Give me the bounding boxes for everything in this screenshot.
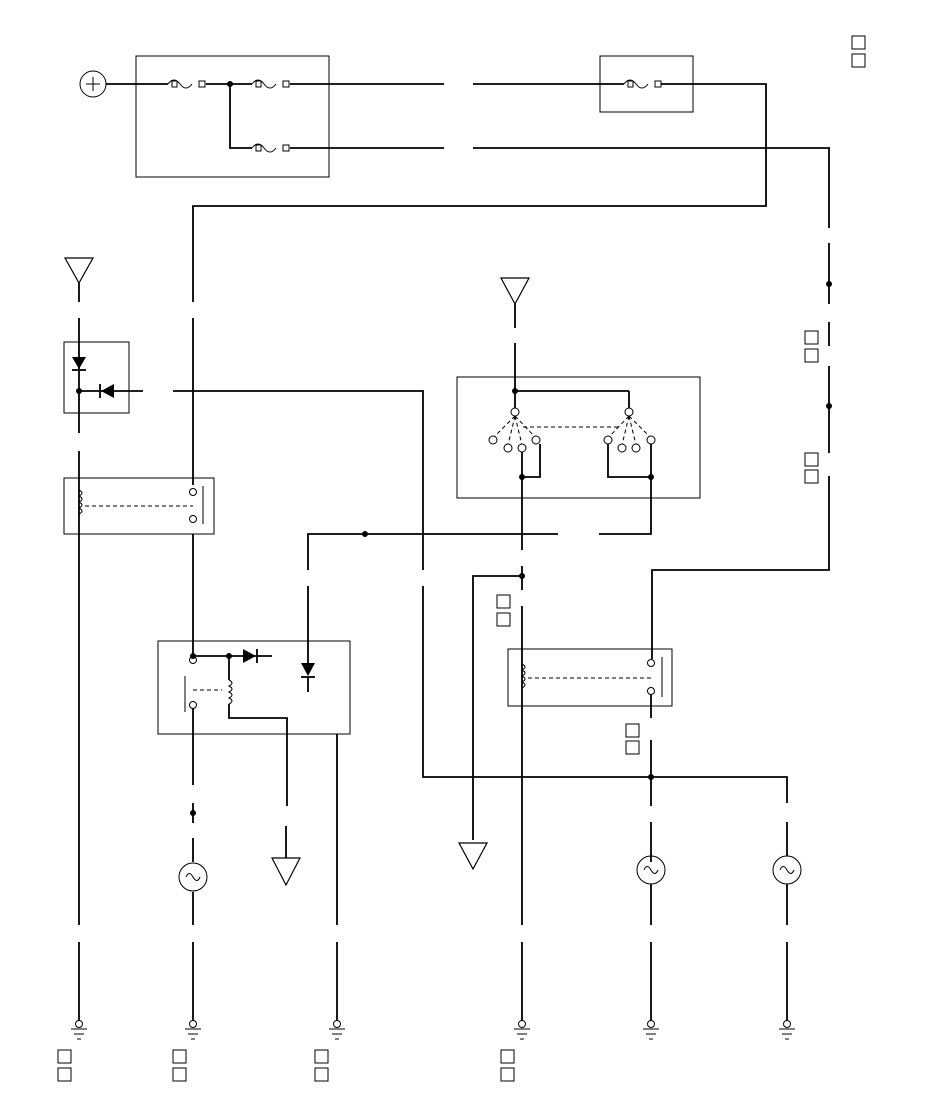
fuse-box-2 — [599, 55, 694, 113]
connector-label-right-1 — [804, 330, 819, 363]
antenna-lower-mid — [457, 842, 489, 871]
antenna-mid — [271, 826, 301, 887]
ground-labels — [57, 1049, 515, 1082]
ground-icon — [779, 1020, 795, 1040]
antenna-left — [63, 257, 95, 302]
ground-icon — [643, 1020, 659, 1040]
relay-right-wires — [650, 695, 788, 1022]
diode-wires — [78, 318, 788, 803]
fuse-1 — [167, 79, 206, 89]
relay-right — [507, 648, 673, 707]
connector-label-right-2 — [804, 452, 819, 484]
ground-icons — [71, 1020, 795, 1040]
fuse-3 — [251, 143, 290, 153]
right-feed-wire — [651, 243, 830, 659]
fuse-box — [135, 55, 330, 178]
switch-unit — [456, 343, 701, 499]
ground-label-1 — [57, 1049, 72, 1082]
relay-left — [63, 477, 215, 535]
lamp-3 — [772, 855, 802, 885]
switch-output-wire — [472, 477, 523, 1022]
fuse-branch-wire — [229, 84, 830, 228]
ground-label-4 — [500, 1049, 515, 1082]
ground-icon — [329, 1020, 345, 1040]
ground-icon — [71, 1020, 87, 1040]
connector-label-top-right — [851, 35, 866, 68]
ground-icon — [514, 1020, 530, 1040]
battery-terminal — [79, 70, 107, 98]
lamp-2 — [636, 855, 666, 885]
connector-label-mid-1 — [496, 594, 511, 627]
battery-wire — [106, 83, 767, 302]
relay-diode-wires — [192, 477, 652, 925]
ground-label-3 — [314, 1049, 329, 1082]
lamp-1 — [178, 862, 208, 892]
diode-unit — [63, 341, 130, 414]
fuse-2 — [251, 79, 290, 89]
relay-diode-unit — [157, 640, 351, 735]
ground-label-2 — [172, 1049, 187, 1082]
antenna-switch — [499, 277, 531, 328]
connector-label-mid-2 — [625, 723, 640, 755]
ground-icon — [185, 1020, 201, 1040]
